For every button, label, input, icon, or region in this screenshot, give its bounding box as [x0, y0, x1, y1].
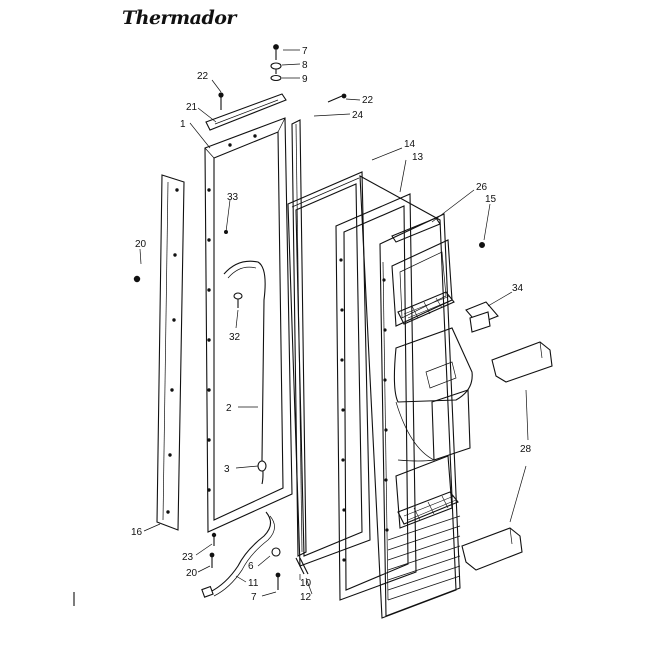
part-26-top-trim	[391, 217, 441, 243]
callout-2: 2	[226, 403, 232, 414]
part-11-lower-water-line	[201, 511, 281, 598]
part-34-chute-door	[465, 301, 499, 333]
part-28-shelf-rails	[461, 341, 553, 571]
callout-34: 34	[512, 283, 524, 294]
part-21-hinge-bracket	[205, 93, 287, 131]
callout-8: 8	[302, 60, 308, 71]
callout-32: 32	[229, 332, 241, 343]
callout-22: 22	[362, 95, 374, 106]
callout-10: 10	[300, 578, 312, 589]
part-13-inner-panel	[335, 193, 417, 601]
callout-1: 1	[180, 119, 186, 130]
callout-22: 22	[197, 71, 209, 82]
callout-7: 7	[302, 46, 308, 57]
part-2-water-tube	[223, 229, 267, 485]
callout-16: 16	[131, 527, 143, 538]
part-15-screw	[478, 241, 485, 248]
callout-33: 33	[227, 192, 239, 203]
part-3-connector	[257, 460, 267, 472]
leader-lines	[139, 49, 529, 597]
brand-logo: Thermador	[122, 7, 238, 29]
part-23-20-lower-screws	[133, 275, 281, 590]
callout-26: 26	[476, 182, 488, 193]
callout-12: 12	[300, 592, 312, 603]
callout-9: 9	[302, 74, 308, 85]
part-1-door-frame	[204, 117, 293, 533]
callout-23: 23	[182, 552, 194, 563]
callout-11: 11	[248, 578, 259, 589]
callout-14: 14	[404, 139, 416, 150]
part-32-fitting	[233, 292, 243, 300]
callout-28: 28	[520, 444, 532, 455]
callout-6: 6	[248, 561, 254, 572]
part-22-screws	[218, 92, 347, 110]
callout-20: 20	[186, 568, 198, 579]
callout-21: 21	[186, 102, 198, 113]
callout-24: 24	[352, 110, 364, 121]
part-7-8-9-hinge-pin	[270, 44, 282, 82]
part-6-fitting	[271, 547, 281, 557]
part-16-side-panel	[156, 174, 185, 531]
callout-15: 15	[485, 194, 497, 205]
callout-13: 13	[412, 152, 424, 163]
part-10-12-bottom-trim	[295, 557, 309, 575]
callout-7: 7	[251, 592, 257, 603]
callout-3: 3	[224, 464, 230, 475]
part-14-door-gasket	[287, 171, 371, 567]
callout-20: 20	[135, 239, 147, 250]
callout-labels: 7 8 9 22 21 1 22 24 14 13 26 15 33 20 34…	[131, 46, 532, 603]
